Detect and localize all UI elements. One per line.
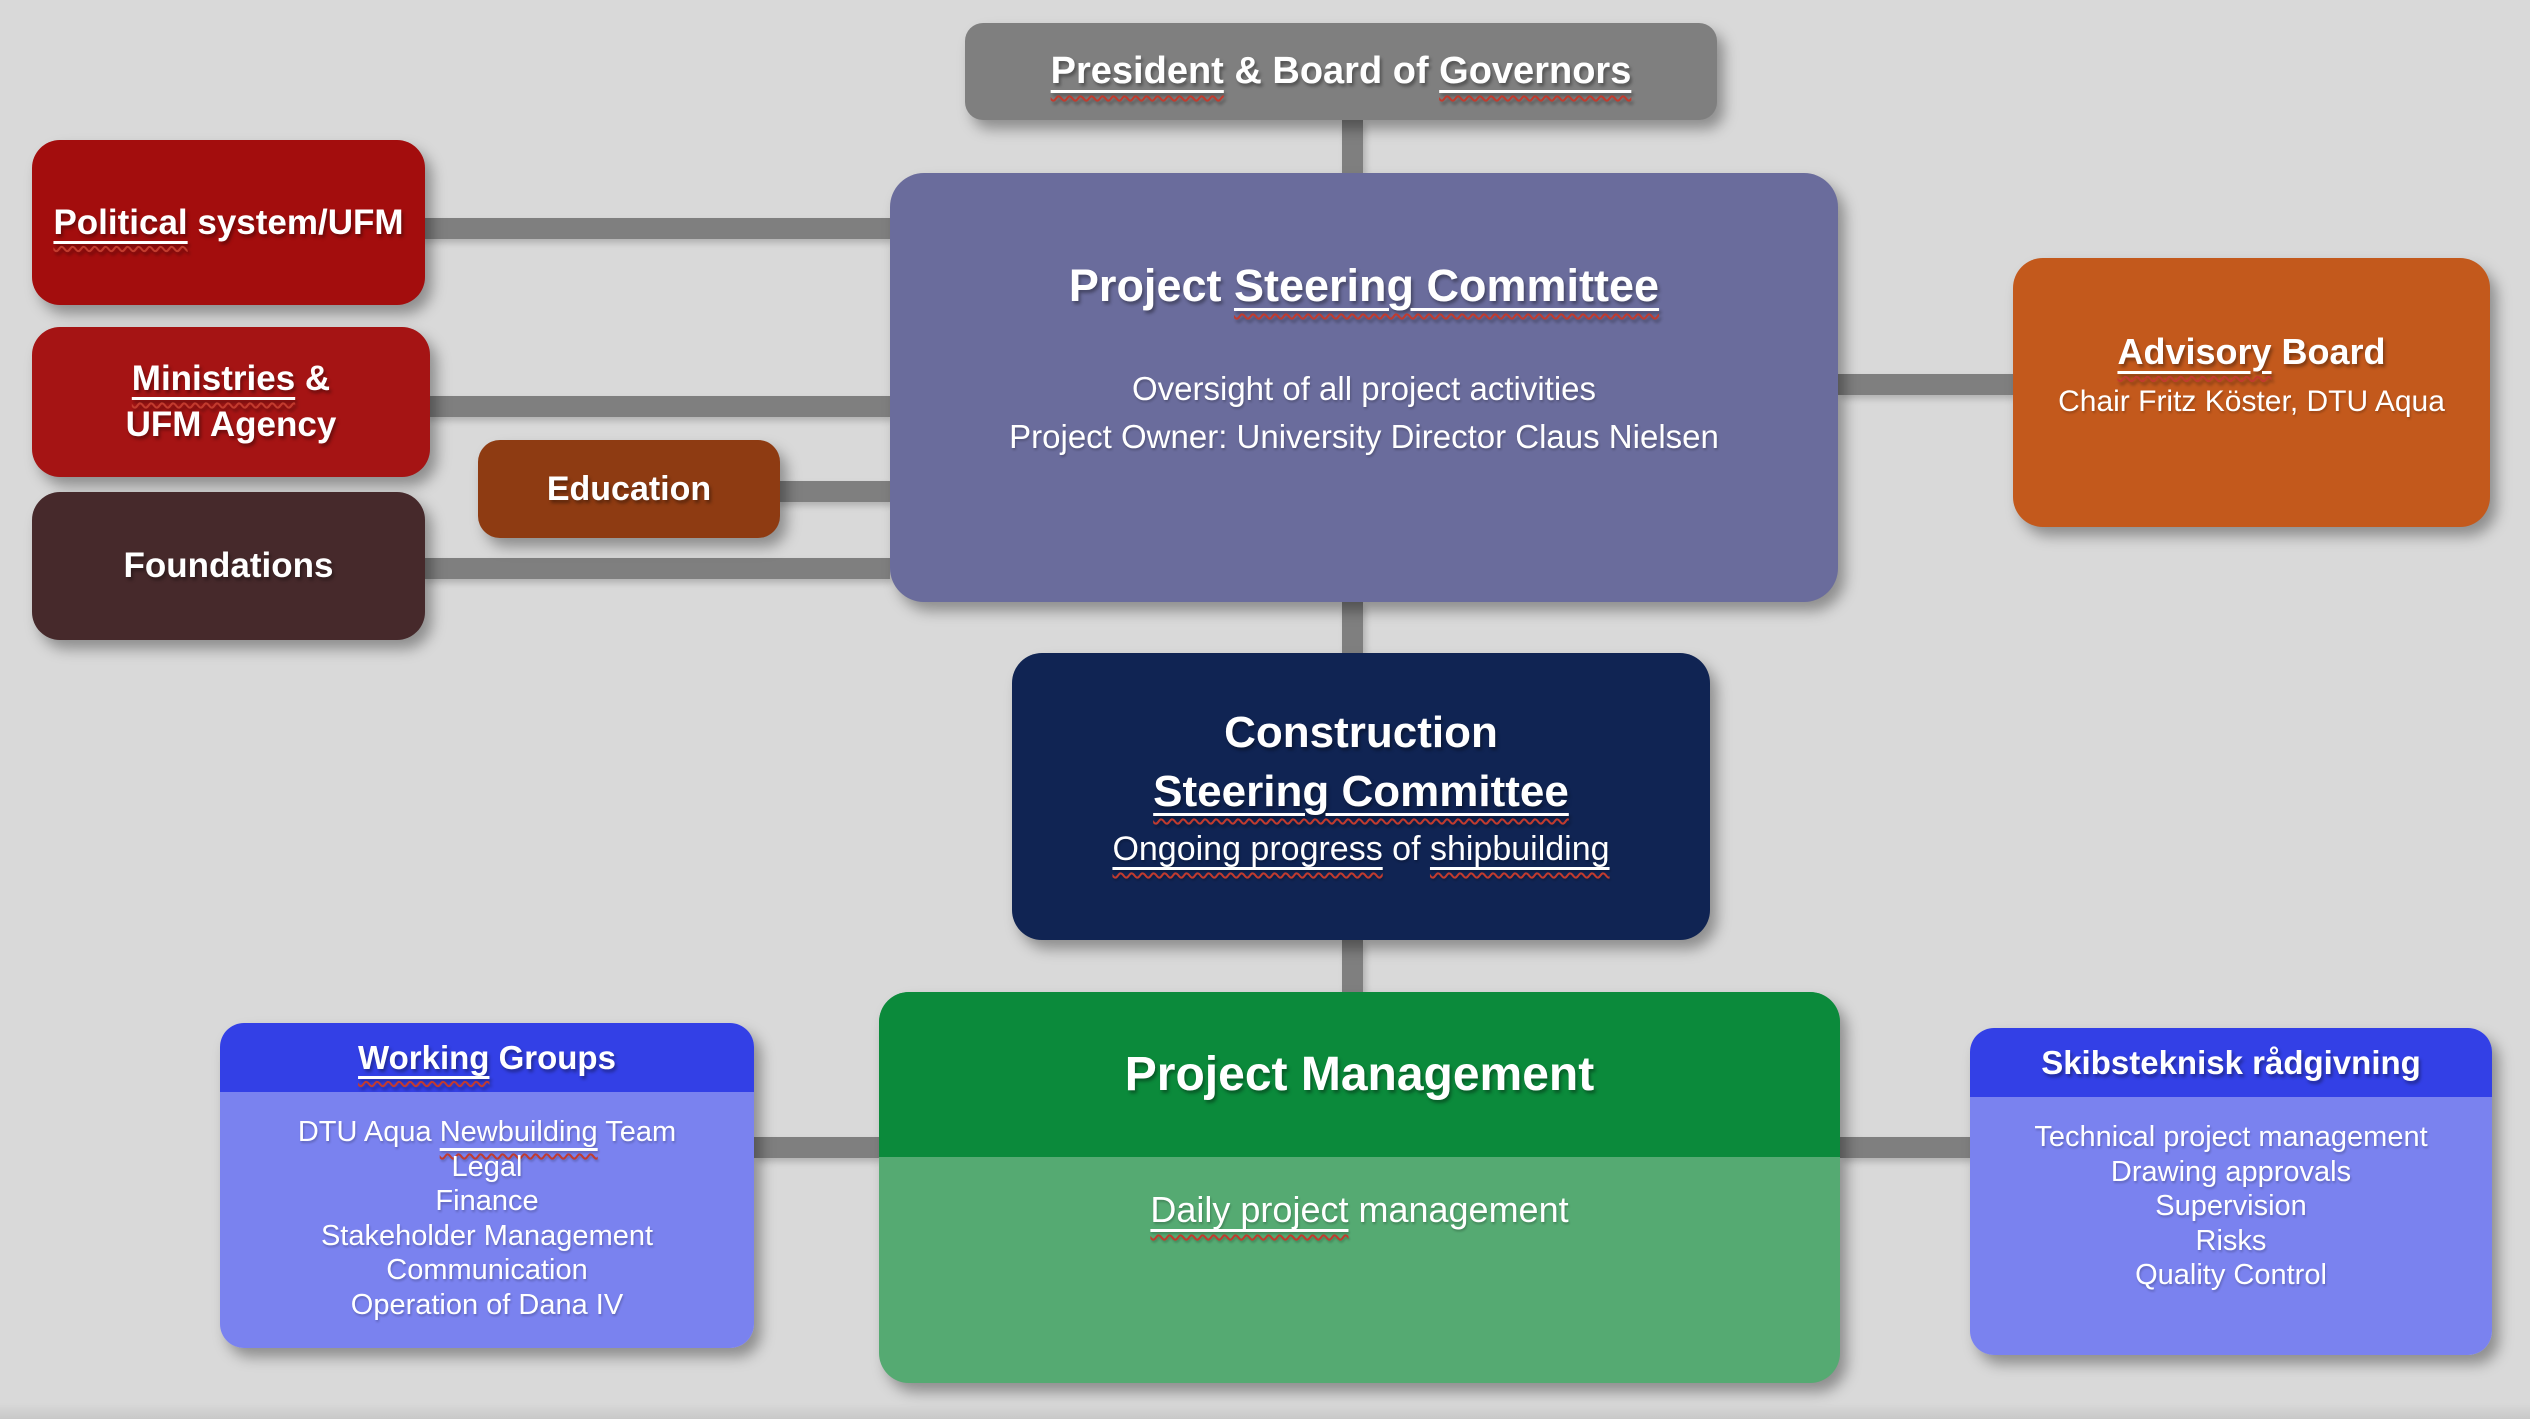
node-advisory-board: Advisory Board Chair Fritz Köster, DTU A… — [2013, 258, 2490, 527]
node-foundations: Foundations — [32, 492, 425, 640]
project-management-description: Daily project management — [1150, 1189, 1569, 1230]
advisory-board-chair: Chair Fritz Köster, DTU Aqua — [2058, 384, 2445, 418]
node-education: Education — [478, 440, 780, 538]
steering-committee-title: Project Steering Committee — [1068, 260, 1660, 311]
connector-pm-to-skibsteknisk — [1840, 1137, 1970, 1158]
construction-committee-description: Ongoing progress of shipbuilding — [1112, 830, 1610, 868]
connector-workinggroups-to-pm — [754, 1137, 879, 1158]
node-political-system-ufm: Political system/UFM — [32, 140, 425, 305]
node-project-management: Project Management Daily project managem… — [879, 992, 1840, 1383]
advisory-board-title: Advisory Board — [2117, 330, 2386, 372]
ministries-label: Ministries &UFM Agency — [125, 359, 337, 444]
project-management-title: Project Management — [879, 992, 1840, 1157]
connector-foundations-to-steering — [422, 558, 890, 579]
connector-ministries-to-steering — [425, 396, 890, 417]
node-project-steering-committee: Project Steering Committee Oversight of … — [890, 173, 1838, 602]
skibsteknisk-title: Skibsteknisk rådgivning — [1970, 1028, 2492, 1097]
connector-president-to-steering — [1342, 120, 1363, 173]
node-president-board-of-governors: President & Board of Governors — [965, 23, 1717, 120]
node-ministries-ufm-agency: Ministries &UFM Agency — [32, 327, 430, 477]
connector-steering-to-construction — [1342, 602, 1363, 653]
foundations-label: Foundations — [123, 546, 334, 585]
node-working-groups: Working Groups DTU Aqua Newbuilding Team… — [220, 1023, 754, 1348]
education-label: Education — [546, 469, 712, 508]
node-skibsteknisk-raadgivning: Skibsteknisk rådgivning Technical projec… — [1970, 1028, 2492, 1355]
working-groups-title: Working Groups — [220, 1023, 754, 1092]
connector-education-to-steering — [775, 481, 890, 502]
connector-construction-to-pm — [1342, 940, 1363, 992]
connector-political-to-steering — [420, 218, 890, 239]
political-system-label: Political system/UFM — [53, 202, 404, 242]
connector-steering-to-advisory — [1838, 374, 2013, 395]
president-title: President & Board of Governors — [1050, 50, 1632, 92]
